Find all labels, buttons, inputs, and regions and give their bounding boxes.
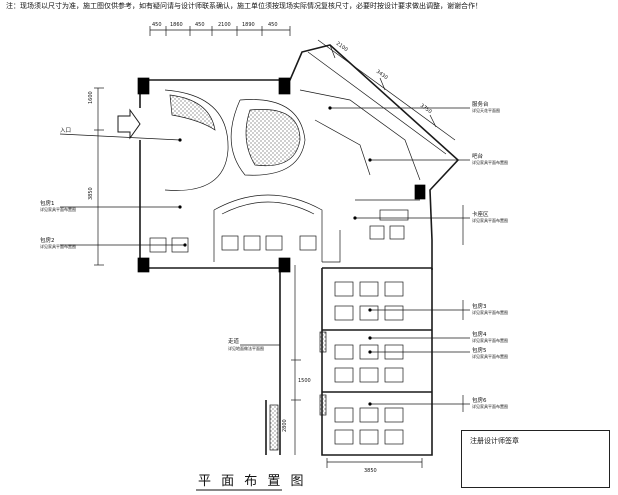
general-note: 注：现场须以尺寸为准，施工图仅供参考，如有疑问请与设计师联系确认，施工单位须按现… [6,2,482,10]
dim-bottom-1: 3850 [364,468,377,474]
lounge-seating [149,209,409,253]
dim-lower-left-1: 1500 [298,378,311,384]
designer-stamp-label: 注册设计师签章 [470,437,519,445]
lower-left-dimension-line [291,265,301,455]
drawing-title: 平 面 布 置 图 [198,474,307,489]
dim-top-6: 450 [268,22,278,28]
callout-dots [178,106,372,406]
round-booth-hatch [245,109,301,167]
dim-left-1: 1600 [88,91,94,104]
interior-partitions [213,89,421,263]
callout-right-5: 包房4 [472,330,487,338]
callout-left-upper: 包房1 [40,199,55,207]
dim-diagonal-3: 3750 [419,103,433,115]
bottom-dimension-line [326,458,423,468]
dim-top-3: 450 [195,22,205,28]
left-dimension-line [94,87,104,266]
corridor-door-strips [269,331,327,451]
callout-left-lower: 包房2 [40,236,55,244]
private-room-seating [334,281,404,445]
callout-right-2: 吧台 [472,152,484,160]
callout-left-upper-sub: 详见家具平面布置图 [40,206,76,212]
callout-right-7: 包房6 [472,396,487,404]
callout-right-4-sub: 详见家具平面布置图 [472,309,508,315]
callout-right-2-sub: 详见家具平面布置图 [472,159,508,165]
dim-diagonal-2: 3430 [375,69,389,81]
callout-right-4: 包房3 [472,302,487,310]
dim-top-1: 450 [152,22,162,28]
dim-top-4: 2100 [218,22,231,28]
callout-left-lower-sub: 详见家具平面布置图 [40,243,76,249]
callout-corridor-sub: 详见地面做法平面图 [228,345,264,351]
dim-top-2: 1860 [170,22,183,28]
lounge-curves [164,89,306,191]
curved-bar-hatch [169,94,216,131]
structural-columns [137,77,426,273]
callout-right-1-sub: 详见天花平面图 [472,107,500,113]
callout-right-3: 卡座区 [472,210,489,218]
callout-entrance: 入口 [60,127,71,134]
callout-right-5-sub: 详见家具平面布置图 [472,337,508,343]
dim-left-2: 3850 [88,187,94,200]
callout-right-3-sub: 详见家具平面布置图 [472,217,508,223]
dim-top-5: 1890 [242,22,255,28]
callout-right-7-sub: 详见家具平面布置图 [472,403,508,409]
dim-lower-left-2: 2800 [282,419,288,432]
entrance-arrow [117,108,141,140]
diagonal-dimension-lines [307,39,456,155]
callout-right-1: 服务台 [472,100,489,108]
callout-corridor: 走道 [228,337,240,345]
callout-right-6: 包房5 [472,346,487,354]
callout-leaders [59,107,470,412]
callout-right-6-sub: 详见家具平面布置图 [472,353,508,359]
top-dimension-line [149,26,291,36]
designer-stamp-box: 注册设计师签章 [461,430,610,488]
